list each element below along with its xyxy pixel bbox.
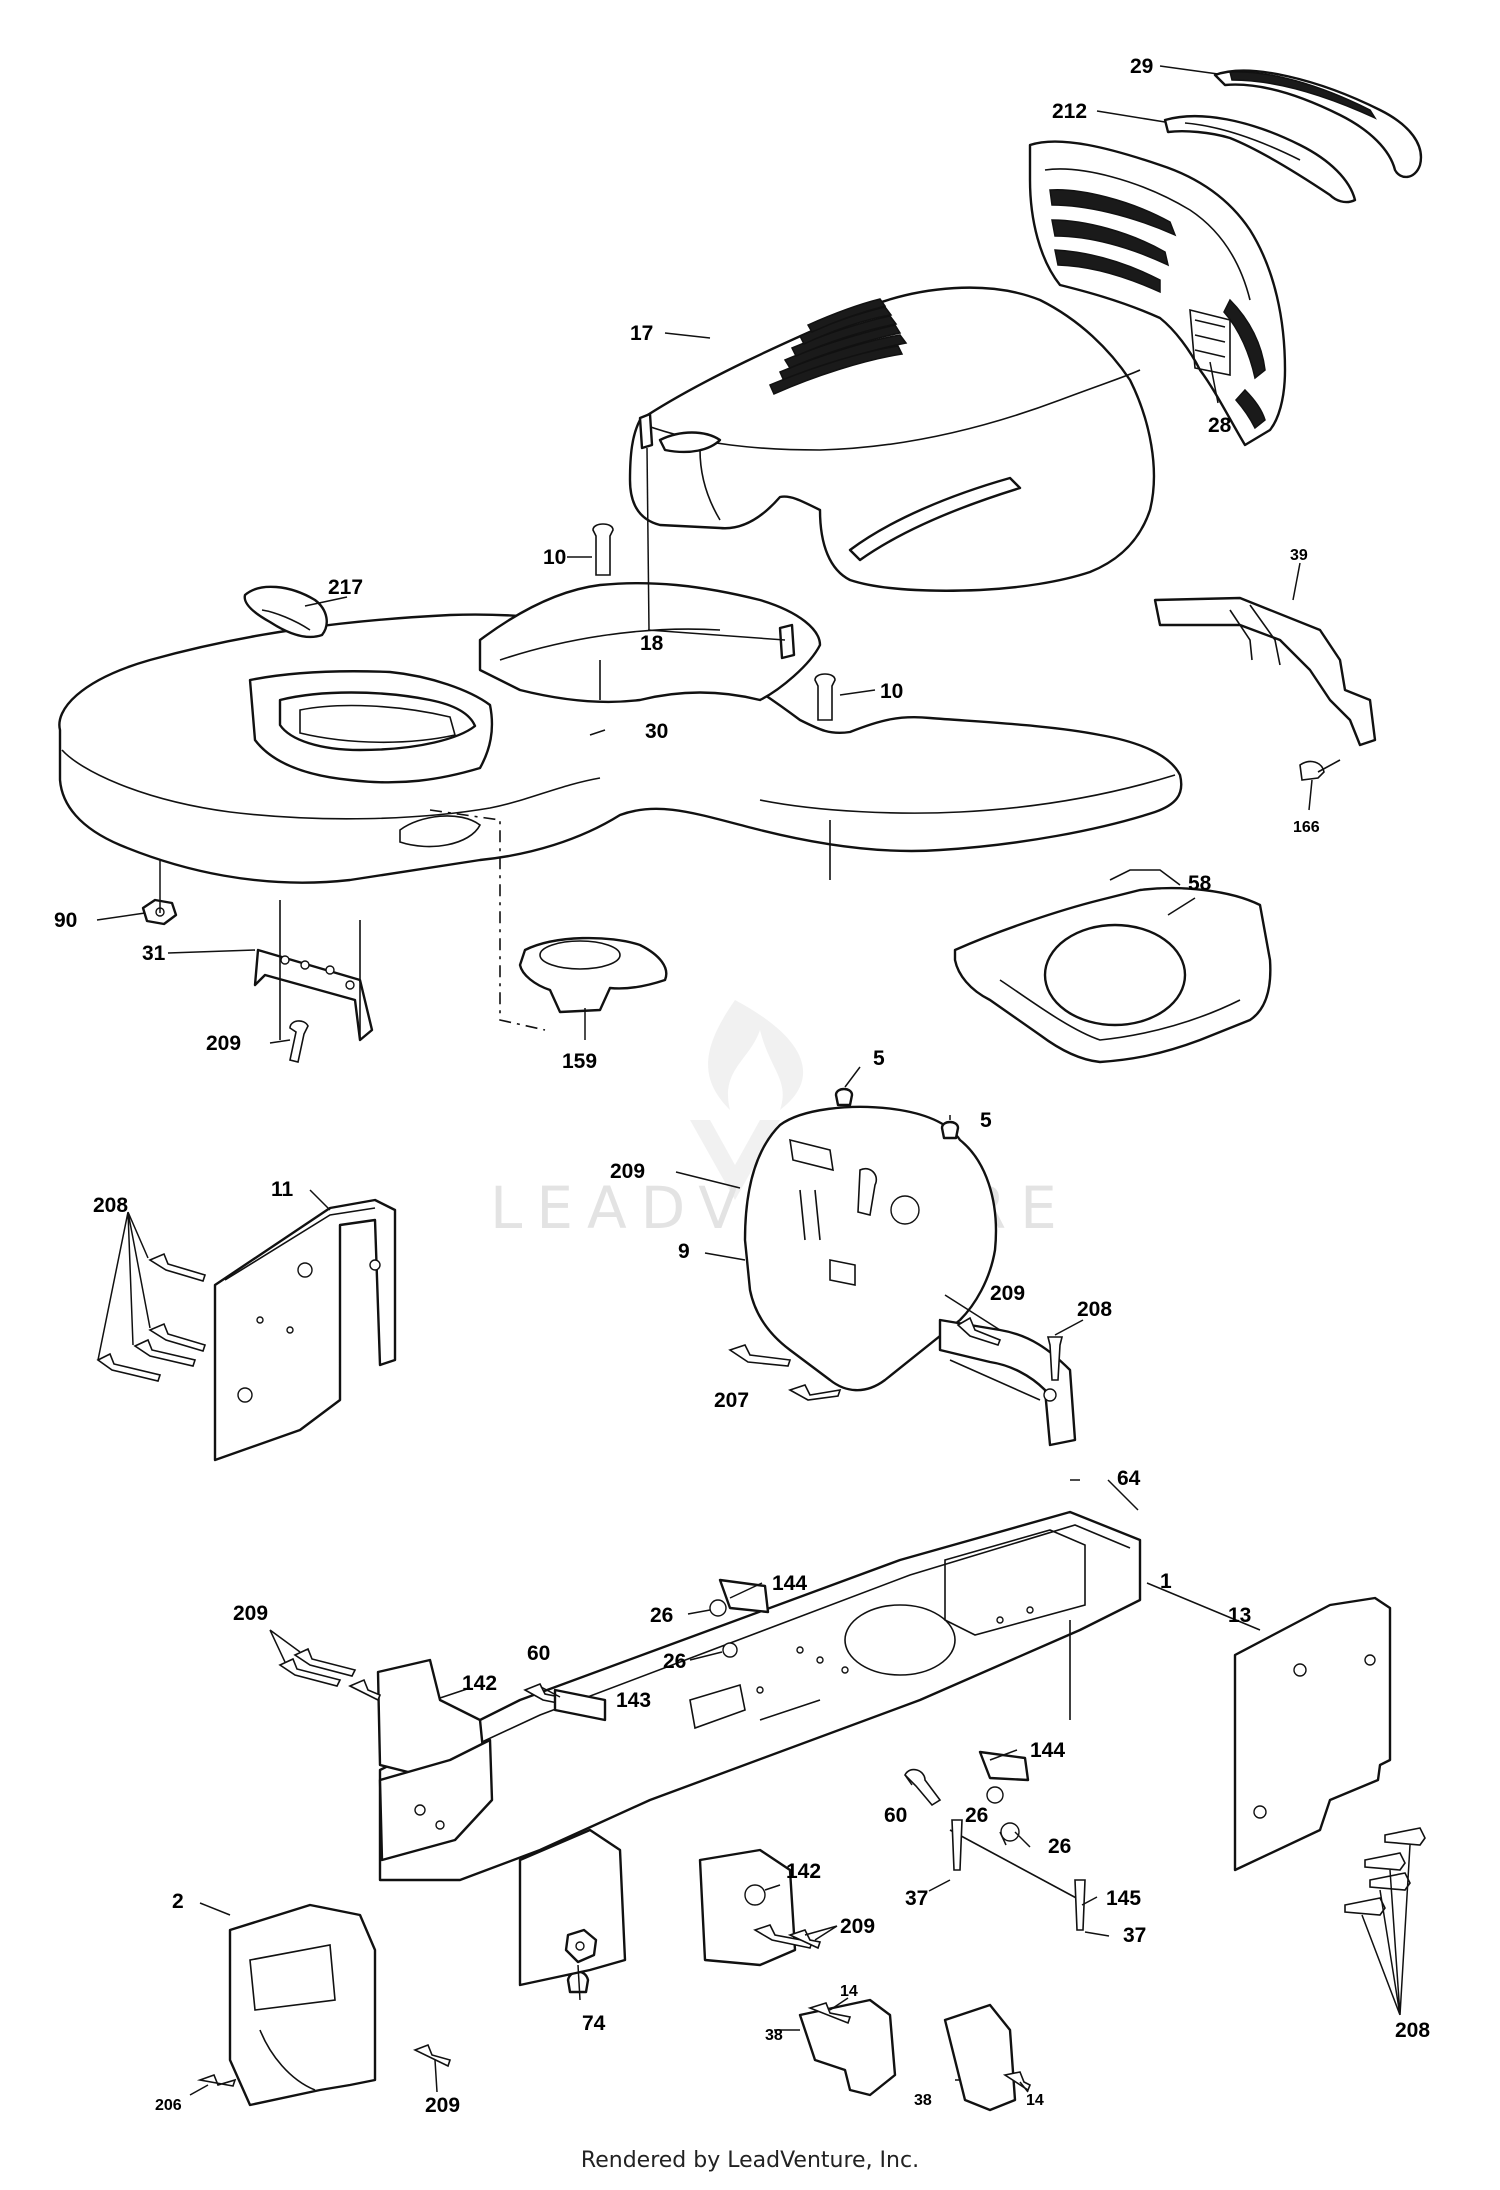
callout-17: 17: [630, 322, 653, 345]
callout-142-right: 142: [786, 1860, 821, 1883]
main-frame: [378, 1510, 1142, 1882]
callout-60-right: 60: [884, 1804, 907, 1827]
callout-11: 11: [271, 1178, 294, 1201]
callout-14-left: 14: [840, 1983, 858, 2000]
callout-10-top: 10: [543, 546, 566, 569]
callout-14-right: 14: [1026, 2092, 1044, 2109]
side-panel-11: [96, 1198, 397, 1462]
nut-74: [564, 1928, 598, 1964]
callout-labels: 29 212 17 28 10 217 18 10 30 39 166 58 9…: [54, 55, 1430, 2117]
callout-206: 206: [155, 2097, 182, 2114]
hood: [628, 286, 1156, 592]
callout-144-right: 144: [1030, 1739, 1065, 1762]
front-grille-assembly: [1028, 69, 1423, 447]
bracket-64: [728, 1316, 1077, 1447]
callout-2: 2: [172, 1890, 184, 1913]
callout-28: 28: [1208, 414, 1232, 437]
callout-208-dash: 208: [1077, 1298, 1112, 1321]
callout-38-right: 38: [914, 2092, 932, 2109]
callout-38-left: 38: [765, 2027, 783, 2044]
callout-74: 74: [582, 2012, 606, 2035]
callout-209-frame: 209: [233, 1602, 268, 1625]
callout-1: 1: [1160, 1570, 1172, 1593]
callout-143: 143: [616, 1689, 651, 1712]
callout-64: 64: [1117, 1467, 1141, 1490]
side-panel-142-right: [518, 1828, 822, 1987]
callout-217: 217: [328, 576, 363, 599]
hood-vents: [769, 298, 908, 395]
frame-hardware: [523, 1578, 1086, 1994]
callout-208-left: 208: [93, 1194, 128, 1217]
callout-26-a: 26: [650, 1604, 673, 1627]
callout-39: 39: [1290, 547, 1308, 564]
watermark-logo: [690, 1000, 804, 1200]
callout-26-d: 26: [1048, 1835, 1071, 1858]
callout-10-right: 10: [880, 680, 903, 703]
leader-lines: [96, 65, 1411, 2096]
side-panel-13: [1233, 1596, 1426, 1916]
callout-209-bracket: 209: [840, 1915, 875, 1938]
callout-209-dash: 209: [610, 1160, 645, 1183]
callout-60-left: 60: [527, 1642, 550, 1665]
side-panel-142-left: [278, 1647, 494, 1862]
callout-9: 9: [678, 1240, 690, 1263]
callout-26-c: 26: [965, 1804, 988, 1827]
callout-207: 207: [714, 1389, 749, 1412]
callout-208-right: 208: [1395, 2019, 1430, 2042]
callout-5-right: 5: [980, 1109, 992, 1132]
dash-panel: [743, 1087, 998, 1392]
fender: [58, 581, 1183, 884]
front-bracket-2: [196, 1903, 452, 2107]
callout-145: 145: [1106, 1887, 1141, 1910]
bracket-39: [1153, 596, 1377, 781]
callout-142-left: 142: [462, 1672, 497, 1695]
callout-37-left: 37: [905, 1887, 928, 1910]
callout-13: 13: [1228, 1604, 1251, 1627]
callout-209-fender: 209: [206, 1032, 241, 1055]
assembly-lines: [279, 660, 831, 1040]
callout-5-left: 5: [873, 1047, 885, 1070]
callout-26-b: 26: [663, 1650, 686, 1673]
callout-37-right: 37: [1123, 1924, 1146, 1947]
callout-159: 159: [562, 1050, 597, 1073]
callout-209-dash-right: 209: [990, 1282, 1025, 1305]
callout-29: 29: [1130, 55, 1153, 78]
fender-hardware: [141, 412, 836, 1063]
callout-18: 18: [640, 632, 664, 655]
callout-58: 58: [1188, 872, 1212, 895]
callout-166: 166: [1293, 819, 1320, 836]
callout-212: 212: [1052, 100, 1087, 123]
callout-31: 31: [142, 942, 166, 965]
callout-144-top: 144: [772, 1572, 807, 1595]
callout-90: 90: [54, 909, 77, 932]
footer-credit: Rendered by LeadVenture, Inc.: [580, 2148, 920, 2173]
brackets-38: [798, 1998, 1032, 2112]
callout-209-bottom: 209: [425, 2094, 460, 2117]
shroud-58: [953, 869, 1272, 1064]
callout-30: 30: [645, 720, 668, 743]
